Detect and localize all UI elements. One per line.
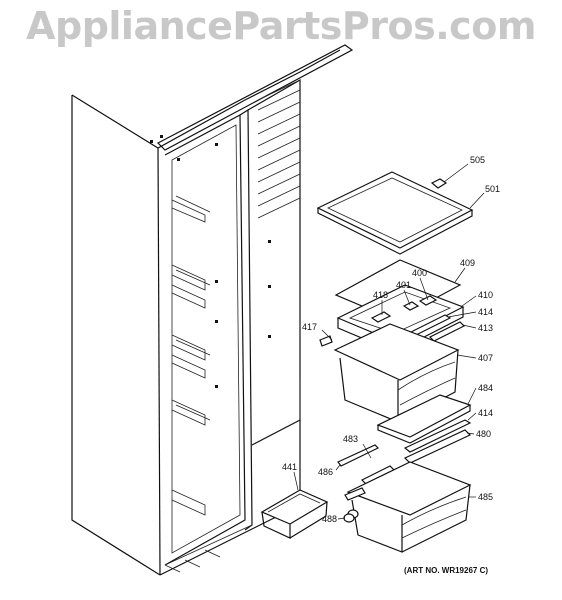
part-501-glass-shelf [316, 171, 485, 255]
part-484-cover [376, 387, 477, 444]
part-414-rail-lower [403, 419, 472, 453]
art-number: (ART NO. WR19267 C) [404, 566, 488, 575]
part-413-slide [428, 321, 466, 342]
callout-485: 485 [478, 492, 493, 502]
callout-501: 501 [485, 184, 500, 194]
callout-480: 480 [476, 429, 491, 439]
callout-414-upper: 414 [478, 307, 493, 317]
callout-441: 441 [282, 462, 297, 472]
part-417-stop [319, 335, 333, 347]
callout-505: 505 [470, 155, 485, 165]
callout-409: 409 [460, 258, 475, 268]
callout-413: 413 [478, 323, 493, 333]
callout-410: 410 [478, 290, 493, 300]
part-505-clip [430, 163, 469, 189]
part-480-rail [403, 429, 472, 464]
callout-401: 401 [396, 280, 411, 290]
fresh-food-rails [257, 79, 301, 219]
part-418-slider [370, 311, 392, 323]
callout-400: 400 [412, 268, 427, 278]
parts-rails-lower [335, 412, 477, 485]
part-485-drawer [344, 461, 476, 553]
callout-407: 407 [478, 353, 493, 363]
part-441-door-bin [260, 471, 329, 539]
callout-486: 486 [318, 467, 333, 477]
watermark-logo: AppliancePartsPros.com [26, 4, 536, 48]
support-slots [150, 135, 271, 388]
callout-417: 417 [302, 322, 317, 332]
callout-483: 483 [343, 434, 358, 444]
part-488-cap [337, 509, 359, 523]
freezer-shelf-rails [171, 195, 211, 426]
callout-488: 488 [322, 514, 337, 524]
callout-484: 484 [478, 383, 493, 393]
callout-418: 418 [373, 290, 388, 300]
part-486-rail [337, 444, 380, 467]
callout-414-lower: 414 [478, 408, 493, 418]
part-400-cover [418, 295, 438, 306]
